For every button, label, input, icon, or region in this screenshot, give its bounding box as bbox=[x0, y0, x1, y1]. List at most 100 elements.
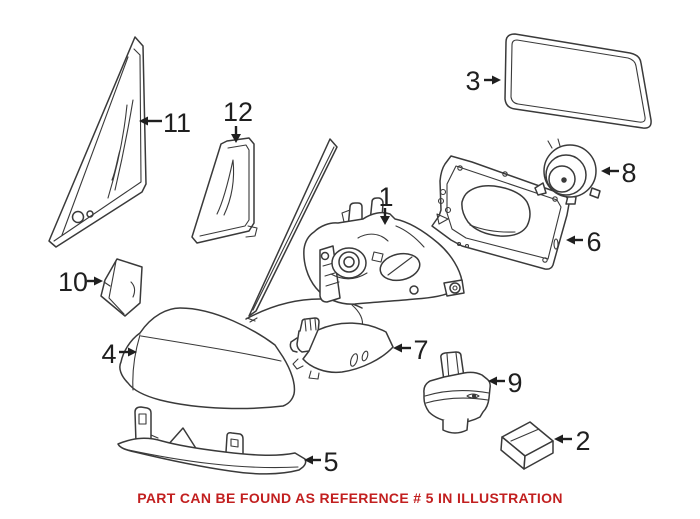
part-9-drawing bbox=[423, 351, 491, 434]
part-10-drawing bbox=[100, 258, 143, 317]
part-6-hole bbox=[552, 196, 558, 202]
callout-arrowhead-icon bbox=[492, 75, 501, 85]
part-6-hole bbox=[444, 206, 452, 214]
part-5-clip-hole bbox=[138, 413, 147, 425]
part-7-drawing bbox=[289, 317, 394, 380]
part-8-notch-lines bbox=[547, 138, 561, 149]
part-4-side-line bbox=[132, 334, 141, 391]
part-4-drawing bbox=[119, 307, 296, 410]
reference-caption: PART CAN BE FOUND AS REFERENCE # 5 IN IL… bbox=[137, 490, 563, 506]
part-12-inner-line bbox=[199, 144, 250, 237]
callout-number: 8 bbox=[621, 158, 636, 188]
callout-7: 7 bbox=[393, 335, 429, 365]
part-6-notch bbox=[436, 213, 449, 225]
part-10-outline bbox=[100, 258, 143, 317]
part-6-hole bbox=[456, 241, 462, 247]
callouts: 1 2 3 4 5 6 7 bbox=[58, 66, 637, 477]
part-12-outline bbox=[191, 137, 255, 244]
part-12-drawing bbox=[191, 137, 258, 244]
part-5-clip bbox=[134, 406, 152, 444]
callout-arrowhead-icon bbox=[393, 343, 402, 353]
part-6-drawing bbox=[431, 155, 570, 270]
callout-8: 8 bbox=[601, 158, 637, 188]
callout-number: 10 bbox=[58, 267, 88, 297]
part-2-right-face bbox=[523, 440, 554, 470]
part-6-hole bbox=[439, 188, 447, 196]
part-3-inner-line bbox=[510, 39, 646, 123]
part-1-pivot-skirt bbox=[330, 272, 368, 280]
part-7-slot bbox=[349, 353, 359, 367]
part-5-step bbox=[150, 434, 159, 439]
part-9-eye-dot bbox=[471, 393, 477, 399]
part-6-hole bbox=[502, 171, 508, 177]
part-1-oval-opening bbox=[379, 252, 421, 282]
callout-number: 1 bbox=[378, 182, 393, 212]
part-7-clip-ribs bbox=[304, 318, 317, 332]
part-5-outline bbox=[117, 437, 307, 475]
part-2-flap-line bbox=[510, 428, 540, 442]
callout-12: 12 bbox=[223, 97, 253, 143]
callout-number: 2 bbox=[575, 426, 590, 456]
callout-number: 3 bbox=[465, 66, 480, 96]
callout-arrowhead-icon bbox=[231, 134, 241, 143]
callout-3: 3 bbox=[465, 66, 501, 96]
part-7-hook bbox=[289, 337, 298, 353]
part-5-drawing bbox=[117, 406, 307, 475]
part-1-flange-hole bbox=[320, 251, 330, 261]
callout-number: 5 bbox=[323, 447, 338, 477]
part-7-blade bbox=[302, 322, 394, 374]
part-3-drawing bbox=[504, 33, 652, 129]
callout-number: 9 bbox=[507, 368, 522, 398]
part-12-foot bbox=[245, 225, 258, 238]
part-5-seam bbox=[123, 448, 299, 469]
part-9-body bbox=[423, 371, 491, 424]
callout-arrowhead-icon bbox=[601, 166, 610, 176]
part-7-foot bbox=[292, 358, 320, 380]
part-11-glass-squiggle bbox=[107, 99, 134, 199]
part-9-barrel bbox=[442, 418, 469, 434]
callout-number: 6 bbox=[586, 227, 601, 257]
part-11-drawing bbox=[48, 36, 147, 248]
part-10-curve bbox=[130, 281, 136, 298]
part-6-hole bbox=[464, 243, 470, 249]
part-1-foot-hole bbox=[449, 282, 461, 294]
part-10-fold bbox=[103, 260, 125, 315]
callout-arrowhead-icon bbox=[139, 116, 148, 126]
callout-arrowhead-icon bbox=[566, 235, 575, 245]
part-6-slot bbox=[553, 238, 559, 250]
part-7-slot bbox=[361, 350, 369, 362]
callout-10: 10 bbox=[58, 267, 103, 297]
callout-arrowhead-icon bbox=[554, 434, 563, 444]
part-7-clip bbox=[299, 317, 320, 334]
callout-9: 9 bbox=[488, 368, 523, 398]
part-1-pivot-core bbox=[343, 256, 355, 268]
part-6-inner-line bbox=[446, 165, 562, 260]
part-3-outline bbox=[504, 33, 652, 129]
door-sail-tip bbox=[246, 317, 258, 323]
line-art bbox=[48, 33, 652, 475]
callout-number: 11 bbox=[163, 108, 191, 138]
callout-2: 2 bbox=[554, 426, 591, 456]
door-sail-inner bbox=[252, 146, 335, 311]
part-1-oval-diagonal bbox=[387, 256, 413, 276]
door-sail-outline bbox=[248, 138, 338, 317]
part-8-center-dot bbox=[561, 177, 567, 183]
part-1-foot-hole bbox=[409, 285, 419, 295]
part-4-crease bbox=[140, 335, 282, 362]
part-1-interior-lines bbox=[357, 225, 425, 248]
part-5-clip bbox=[225, 432, 244, 455]
callout-arrowhead-icon bbox=[380, 216, 390, 225]
callout-5: 5 bbox=[304, 447, 339, 477]
callout-number: 12 bbox=[223, 97, 253, 127]
part-6-opening-echo bbox=[469, 224, 516, 233]
part-6-opening bbox=[461, 185, 531, 237]
part-2-drawing bbox=[500, 421, 554, 470]
part-9-rim-lines bbox=[424, 390, 490, 404]
callout-arrowhead-icon bbox=[128, 347, 137, 357]
callout-4: 4 bbox=[101, 339, 137, 369]
part-1-drawing bbox=[303, 197, 465, 305]
part-8-tab bbox=[589, 187, 601, 199]
part-7-neck bbox=[296, 330, 310, 353]
part-1-foot-hole-inner bbox=[452, 285, 458, 291]
callout-11: 11 bbox=[139, 108, 191, 138]
